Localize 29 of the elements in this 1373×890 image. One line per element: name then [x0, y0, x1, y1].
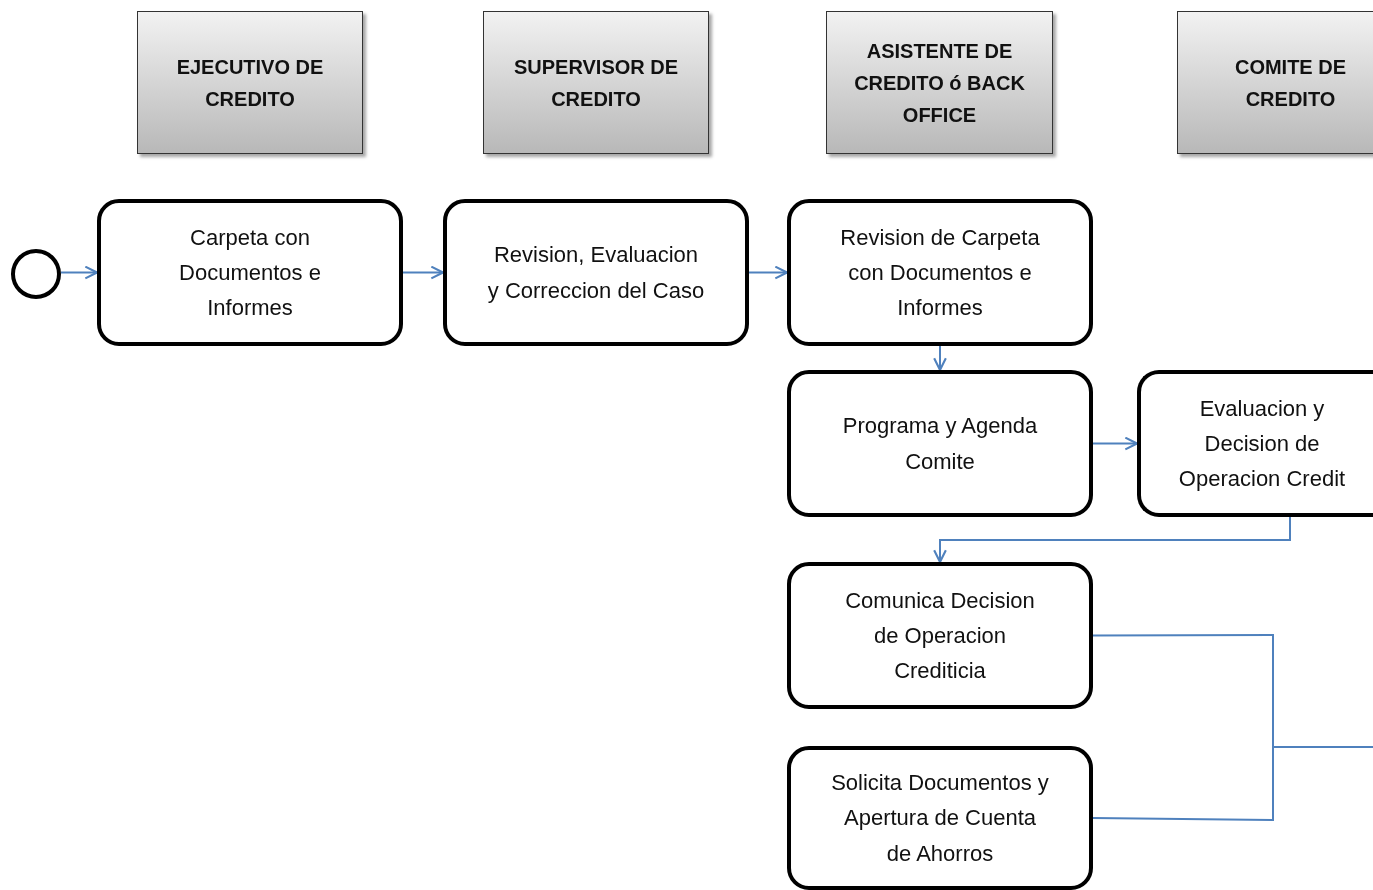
lane-title: SUPERVISOR DE CREDITO: [512, 54, 680, 112]
step-label: Revision de Carpeta con Documentos e Informes: [839, 223, 1041, 323]
step-label: Programa y Agenda Comite: [841, 412, 1039, 476]
connector-arrow: [933, 516, 1291, 564]
connector-arrow: [748, 265, 789, 280]
step-label: Carpeta con Documentos e Informes: [178, 223, 322, 323]
process-box: [443, 199, 749, 346]
process-box: [787, 746, 1093, 890]
start-circle: [11, 249, 61, 299]
connector-arrow: [402, 265, 445, 280]
step-label: Solicita Documentos y Apertura de Cuenta de Ahorros: [831, 769, 1049, 868]
connector-arrow: [1092, 436, 1139, 451]
lane-header-box: [137, 11, 363, 154]
process-box: [787, 562, 1093, 709]
lane-header-box: [826, 11, 1053, 154]
process-box: [787, 199, 1093, 346]
process-box: [97, 199, 403, 346]
lane-title: COMITE DE CREDITO: [1233, 54, 1348, 112]
connector-arrow: [933, 345, 947, 372]
lane-title: ASISTENTE DE CREDITO ó BACK OFFICE: [853, 38, 1026, 128]
connector-arrow: [60, 265, 99, 280]
lane-title: EJECUTIVO DE CREDITO: [175, 54, 325, 112]
process-box: [787, 370, 1093, 517]
step-label: Comunica Decision de Operacion Crediticia: [844, 586, 1036, 686]
lane-header-box: [483, 11, 709, 154]
step-label: Revision, Evaluacion y Correccion del Caso: [487, 241, 705, 305]
lane-header-box: [1177, 11, 1373, 154]
step-label: Evaluacion y Decision de Operacion Credit: [1177, 394, 1347, 494]
process-box: [1137, 370, 1373, 517]
